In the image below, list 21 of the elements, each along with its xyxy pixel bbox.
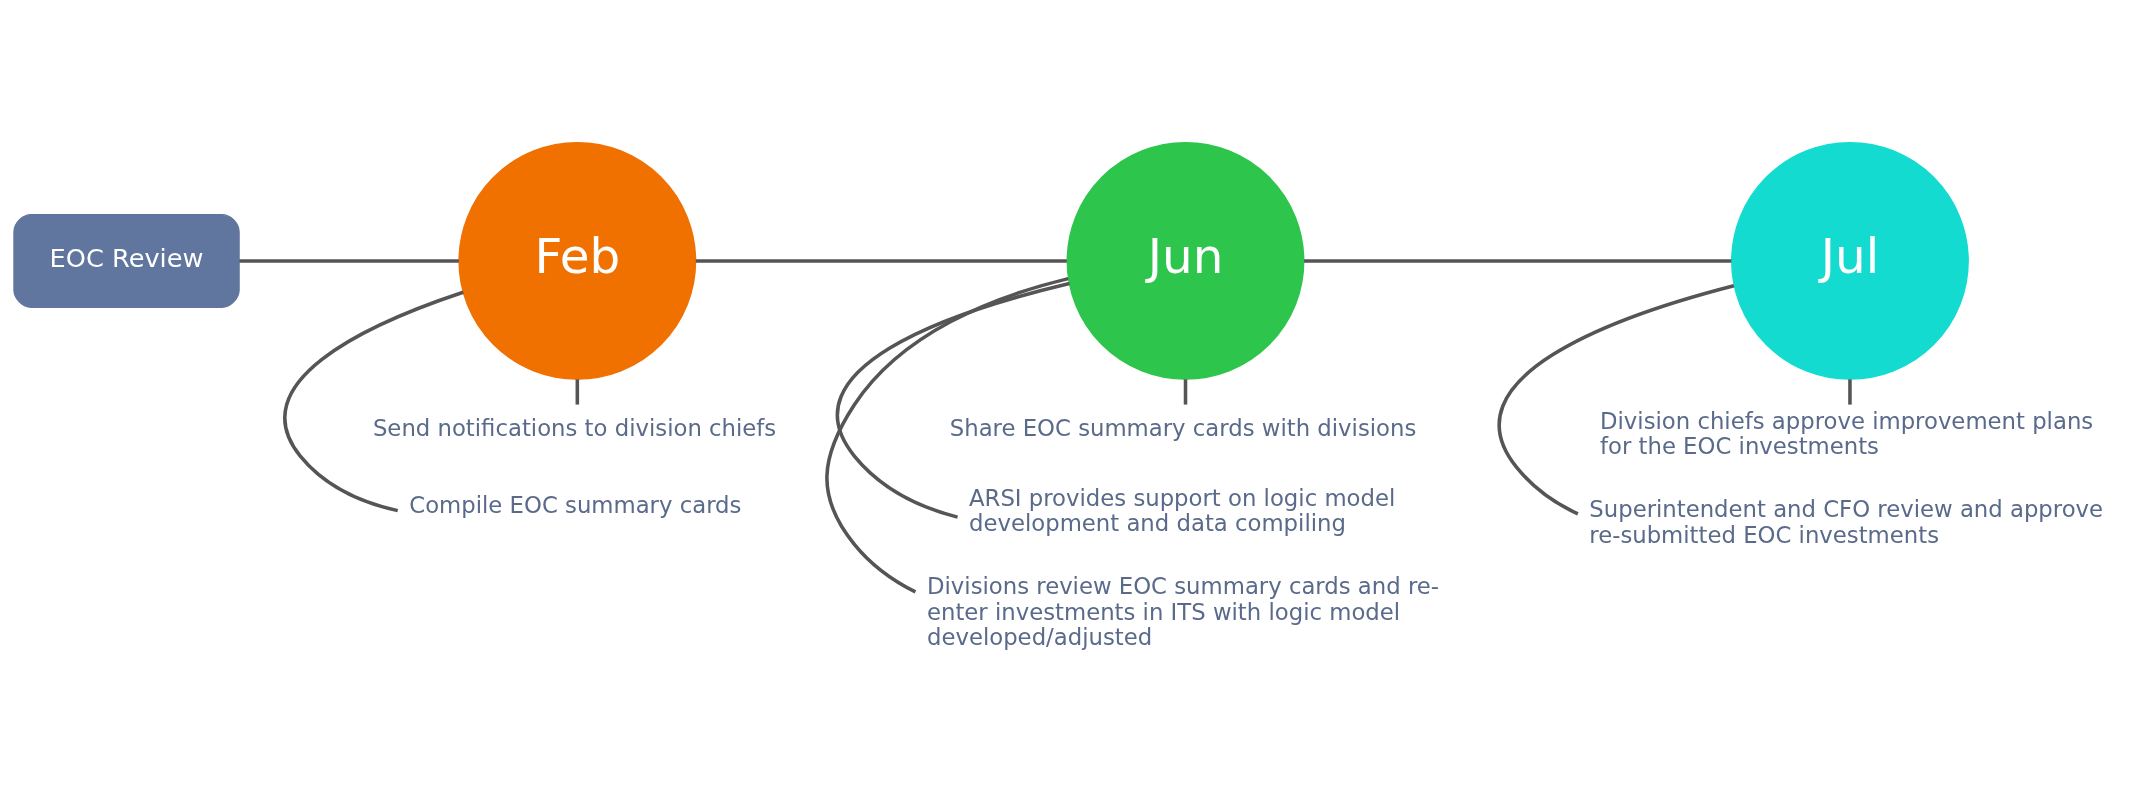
node-text: ARSI provides support on logic model development and data compiling bbox=[969, 484, 1396, 537]
connector bbox=[1497, 284, 1735, 516]
node-text: Superintendent and CFO review and approve re-submitted EOC investments bbox=[1589, 496, 2104, 548]
node-circle: Jun bbox=[1066, 142, 1305, 380]
connector bbox=[695, 259, 1067, 263]
node-text: Send notifications to division chiefs bbox=[372, 414, 777, 441]
node-circle: Feb bbox=[458, 142, 697, 380]
node-circle: Jul bbox=[1731, 142, 1969, 380]
connector bbox=[575, 379, 580, 405]
connector bbox=[239, 259, 459, 263]
connector bbox=[283, 290, 464, 513]
node-text: Share EOC summary cards with divisions bbox=[949, 414, 1417, 441]
connector bbox=[1848, 379, 1852, 405]
node-box: EOC Review bbox=[13, 213, 240, 308]
connector bbox=[1304, 259, 1732, 263]
node-text: Division chiefs approve improvement plans for the EOC investments bbox=[1599, 407, 2094, 460]
connector bbox=[825, 276, 1069, 594]
node-text: Divisions review EOC summary cards and re-enter investments in ITS with logic model developed/adjusted bbox=[926, 572, 1440, 651]
node-text: Compile EOC summary cards bbox=[409, 491, 742, 518]
connector bbox=[836, 281, 1070, 519]
connector bbox=[1183, 379, 1188, 405]
